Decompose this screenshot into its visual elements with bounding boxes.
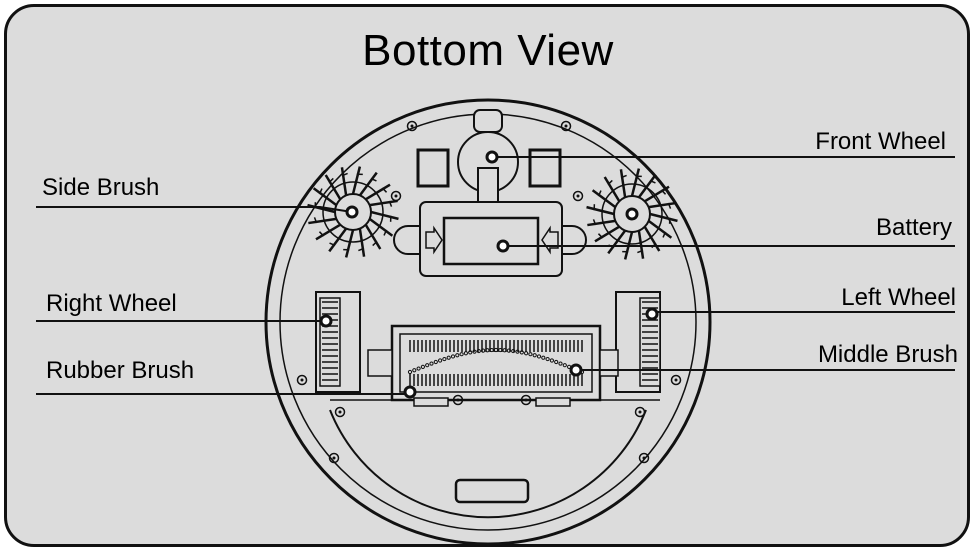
battery-tab-right bbox=[562, 225, 587, 255]
front-sensor-right bbox=[528, 148, 562, 188]
rear-handle bbox=[454, 478, 530, 504]
front-bumper-tab bbox=[473, 109, 503, 133]
arrow-right-icon bbox=[425, 225, 443, 255]
front-wheel-dot bbox=[485, 150, 499, 164]
right-wheel-dot bbox=[319, 314, 333, 328]
front-sensor-left bbox=[416, 148, 450, 188]
side-brush-right bbox=[586, 168, 678, 260]
right-side-brush-dot bbox=[625, 207, 639, 221]
label-side-brush: Side Brush bbox=[42, 174, 160, 201]
battery-tab-left bbox=[393, 225, 420, 255]
label-right-wheel: Right Wheel bbox=[46, 290, 177, 317]
label-battery: Battery bbox=[875, 214, 952, 241]
side-brush-dot bbox=[345, 205, 359, 219]
label-rubber-brush: Rubber Brush bbox=[46, 357, 195, 384]
side-brush-left bbox=[307, 166, 399, 258]
left-wheel-dot bbox=[645, 307, 659, 321]
middle-brush-dot bbox=[569, 363, 583, 377]
rear-arc bbox=[329, 409, 647, 519]
front-wheel-stem bbox=[477, 167, 499, 205]
battery-cover-inner bbox=[442, 216, 540, 266]
diagram-title: Bottom View bbox=[362, 26, 614, 75]
rubber-brush-dot bbox=[403, 385, 417, 399]
side-brush-leader bbox=[36, 206, 353, 213]
label-front-wheel: Front Wheel bbox=[815, 128, 946, 155]
label-left-wheel: Left Wheel bbox=[841, 284, 956, 311]
label-middle-brush: Middle Brush bbox=[817, 341, 958, 368]
battery-dot bbox=[496, 239, 510, 253]
